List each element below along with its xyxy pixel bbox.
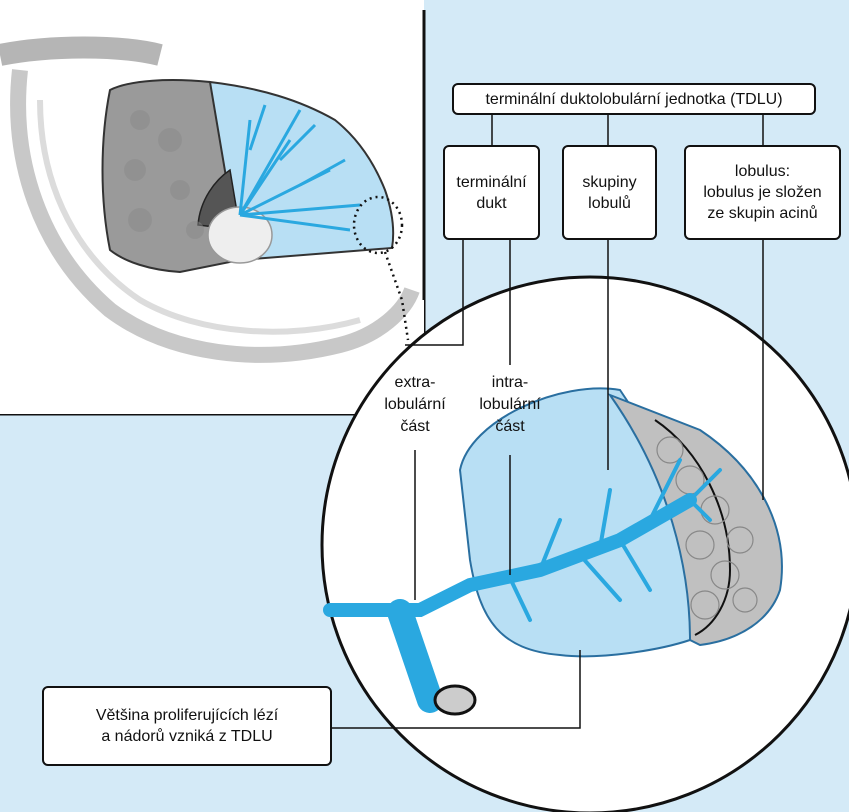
note-line-2: a nádorů vzniká z TDLU xyxy=(101,726,272,747)
extralobular-line-1: extra- xyxy=(370,372,460,394)
extralobular-line-2: lobulární xyxy=(370,394,460,416)
note-box: Většina proliferujících lézí a nádorů vz… xyxy=(42,686,332,766)
intralobular-line-2: lobulární xyxy=(465,394,555,416)
lobulus-line-2: lobulus je složen xyxy=(703,182,821,203)
intralobular-label: intra- lobulární část xyxy=(465,372,555,438)
lobule-groups-box: skupiny lobulů xyxy=(562,145,657,240)
note-line-1: Většina proliferujících lézí xyxy=(96,705,278,726)
extralobular-label: extra- lobulární část xyxy=(370,372,460,438)
magnified-tdlu xyxy=(322,277,849,812)
terminal-duct-line-1: terminální xyxy=(456,172,526,193)
lobulus-box: lobulus: lobulus je složen ze skupin aci… xyxy=(684,145,841,240)
lobule-groups-line-2: lobulů xyxy=(588,193,631,214)
tdlu-label-box: terminální duktolobulární jednotka (TDLU… xyxy=(452,83,816,115)
extralobular-line-3: část xyxy=(370,416,460,438)
intralobular-line-3: část xyxy=(465,416,555,438)
lobulus-line-3: ze skupin acinů xyxy=(707,203,817,224)
terminal-duct-line-2: dukt xyxy=(476,193,506,214)
lobule-groups-line-1: skupiny xyxy=(582,172,636,193)
intralobular-line-1: intra- xyxy=(465,372,555,394)
terminal-duct-box: terminální dukt xyxy=(443,145,540,240)
lobulus-line-1: lobulus: xyxy=(735,161,790,182)
tdlu-label: terminální duktolobulární jednotka (TDLU… xyxy=(485,89,782,110)
